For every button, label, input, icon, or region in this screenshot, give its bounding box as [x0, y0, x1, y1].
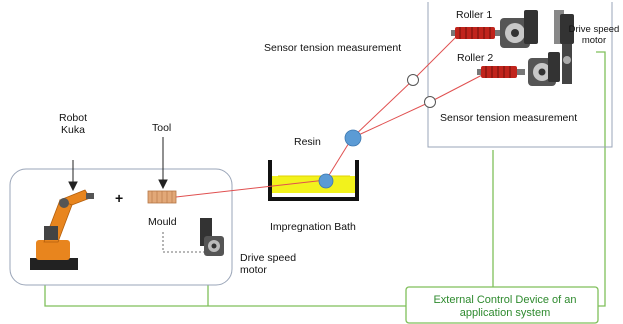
- drive-motor-bottom-icon: [200, 218, 224, 256]
- tension-sensor-2: [424, 96, 436, 108]
- external-control-line2: application system: [459, 307, 551, 320]
- mould-tool: [147, 190, 177, 204]
- control-wiring: [44, 51, 606, 307]
- robot-cell-box: [9, 168, 233, 286]
- impregnation-bath: [268, 160, 359, 201]
- pointer-arrows: [68, 137, 168, 192]
- roller-2-icon: [477, 66, 525, 78]
- plus-sign: +: [115, 190, 124, 206]
- sensor-tension-top-label: Sensor tension measurement: [264, 42, 402, 54]
- resin-label: Resin: [294, 136, 321, 148]
- drive-motor-top-icon: [554, 10, 574, 84]
- roller-1-icon: [451, 27, 500, 39]
- drive-motor-top-label: Drive speed motor: [568, 24, 620, 47]
- drive-motor-top-line1: Drive speed: [568, 24, 620, 35]
- external-control-device-label: External Control Device of an applicatio…: [412, 294, 598, 320]
- external-control-line1: External Control Device of an: [433, 294, 577, 306]
- roller-1-label: Roller 1: [456, 9, 493, 21]
- bath-guide-ball: [318, 173, 334, 189]
- sensor-tension-bottom-label: Sensor tension measurement: [440, 112, 578, 124]
- mould-motor-link: [162, 232, 206, 253]
- external-control-device-box: [405, 286, 599, 324]
- tool-label: Tool: [152, 122, 172, 134]
- tension-sensor-1: [407, 74, 419, 86]
- kuka-robot-icon: [30, 189, 94, 270]
- impregnation-bath-label: Impregnation Bath: [270, 221, 356, 233]
- drive-motor-bottom-line2: motor: [240, 264, 267, 277]
- roller-2-label: Roller 2: [457, 52, 494, 64]
- resin-guide-ball: [344, 129, 362, 147]
- roller-1-motor-icon: [500, 10, 538, 48]
- robot-label-line1: Robot: [58, 112, 88, 124]
- mould-label: Mould: [148, 216, 177, 228]
- drive-motor-top-line2: motor: [581, 34, 607, 46]
- drive-motor-bottom-label: Drive speed motor: [240, 252, 296, 276]
- robot-label: Robot Kuka: [52, 112, 94, 136]
- drive-motor-bottom-line1: Drive speed: [240, 252, 297, 264]
- fiber-path: [175, 32, 487, 198]
- roller-2-motor-icon: [528, 52, 560, 86]
- roller-unit-box: [427, 2, 613, 148]
- robot-label-line2: Kuka: [61, 124, 85, 137]
